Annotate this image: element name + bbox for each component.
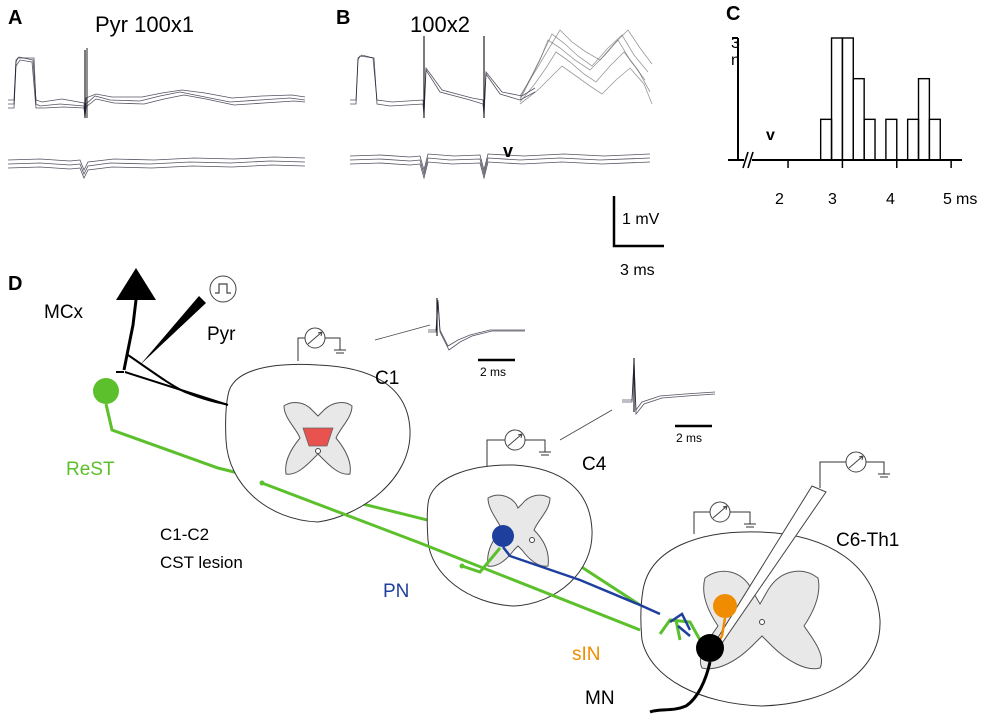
- hist-ylabel: n: [731, 52, 740, 69]
- hist-ytick-3: 3: [731, 35, 740, 52]
- panel-b-title: 100x2: [410, 12, 470, 37]
- label-pyr: Pyr: [207, 324, 236, 345]
- panel-a-title: Pyr 100x1: [95, 12, 194, 37]
- panel-a-letter: A: [8, 7, 22, 29]
- hist-xtick-5: 5: [943, 191, 952, 208]
- rest-axon: [104, 403, 641, 607]
- panel-b-upper-trace: [350, 55, 536, 117]
- cst-axon: [122, 299, 138, 371]
- rest-neuron: [93, 378, 119, 404]
- hist-xtick-3: 3: [828, 191, 837, 208]
- scale-bar-ab: [612, 196, 664, 248]
- mcx-pyramidal-neuron: [116, 268, 156, 300]
- hist-bar: [906, 118, 920, 161]
- cst-axon-branch: [127, 354, 233, 406]
- hist-axis-break: [742, 151, 749, 169]
- pn-axon: [502, 546, 661, 616]
- hist-xtick-4: 4: [886, 191, 895, 208]
- label-c1: C1: [375, 368, 399, 389]
- hist-axis-break: [747, 151, 754, 169]
- label-lesion-line1: C1-C2: [160, 525, 209, 544]
- mn-neuron: [696, 634, 724, 662]
- label-mcx: MCx: [44, 302, 84, 323]
- hist-latency-marker: v: [766, 127, 775, 144]
- panel-b-latency-marker: v: [503, 141, 513, 161]
- c1-inset-trace: [428, 298, 525, 362]
- hist-bar: [841, 37, 854, 161]
- c4-inset-scale: 2 ms: [676, 431, 702, 445]
- c4-inset-trace: [622, 358, 716, 428]
- c1-inset-scale: 2 ms: [480, 365, 506, 379]
- hist-bar: [819, 118, 833, 161]
- c6-th1-cord-section: [640, 531, 881, 707]
- label-c4: C4: [582, 454, 607, 475]
- label-sin: sIN: [572, 644, 601, 665]
- pn-neuron: [492, 525, 514, 547]
- latency-histogram: [728, 37, 962, 169]
- label-lesion-line2: CST lesion: [160, 553, 243, 572]
- c1-lesion: [302, 427, 334, 447]
- label-c6-th1: C6-Th1: [836, 530, 899, 551]
- c1-cord-section: [225, 363, 411, 523]
- label-mn: MN: [585, 688, 615, 709]
- hist-bar: [863, 118, 876, 161]
- scale-bar-time-label: 3 ms: [620, 262, 655, 279]
- panel-b-traces: [349, 29, 653, 180]
- panel-d-letter: D: [8, 273, 22, 295]
- hist-bar: [928, 118, 941, 161]
- hist-xunit: ms: [956, 191, 977, 208]
- pyr-stim-electrode: [140, 296, 206, 365]
- panel-a-lower-trace: [7, 160, 306, 175]
- label-pn: PN: [383, 581, 409, 602]
- hist-bar: [830, 37, 844, 161]
- panel-c-letter: C: [726, 3, 740, 25]
- sin-neuron: [713, 594, 737, 618]
- panel-b-letter: B: [336, 7, 350, 29]
- hist-xtick-2: 2: [775, 191, 784, 208]
- panel-b-lower-trace: [349, 157, 651, 176]
- rest-axon-branch: [261, 481, 641, 632]
- mn-axon: [649, 661, 712, 714]
- stimulator-icon: [209, 275, 237, 303]
- panel-a-traces: [7, 48, 306, 179]
- scale-bar-voltage-label: 1 mV: [622, 211, 660, 228]
- hist-bar: [917, 77, 931, 161]
- label-rest: ReST: [66, 459, 115, 480]
- hist-bar: [885, 118, 898, 161]
- hist-bar: [852, 77, 865, 161]
